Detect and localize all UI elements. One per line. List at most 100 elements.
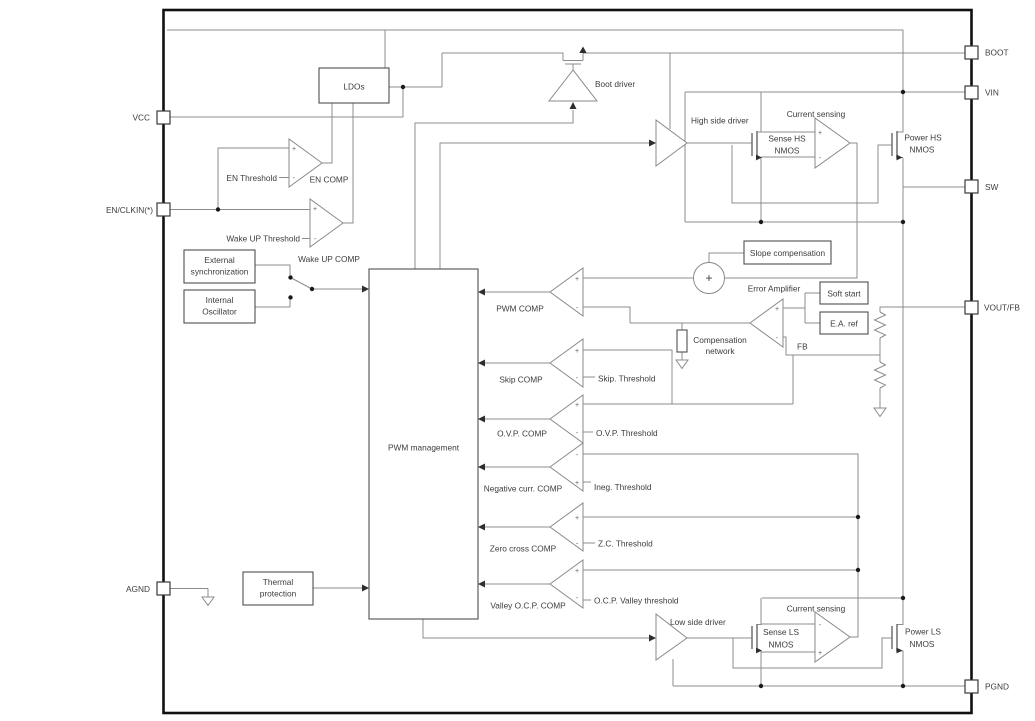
- comp-network-ground-icon: [675, 359, 689, 370]
- pwm-comp-label: PWM COMP: [496, 304, 544, 314]
- boot-switch-arrow-icon: [579, 46, 587, 53]
- polarity-signs: + - + - + - + - + - - + + - + - + - + - …: [292, 130, 822, 657]
- skip-comp-triangle: [549, 338, 584, 388]
- pin-agnd: [156, 581, 171, 596]
- compensation-network-resistor: [676, 329, 688, 353]
- ea-ref-block: [819, 311, 869, 335]
- high-side-driver-triangle: [655, 119, 688, 167]
- error-amp-label: Error Amplifier: [748, 284, 801, 294]
- pwm-comp-triangle: [549, 267, 584, 317]
- zc-minus: -: [576, 541, 579, 548]
- skip-threshold-label: Skip. Threshold: [598, 374, 656, 384]
- pin-vout-fb: [964, 300, 979, 315]
- chip-boundary: [162, 8, 973, 715]
- comp-network-label-1: Compensation: [693, 335, 747, 345]
- summing-plus-sign: +: [705, 271, 712, 285]
- mosfet-symbols: [579, 46, 903, 654]
- feedback-divider-resistors: [873, 311, 887, 389]
- zc-threshold-label: Z.C. Threshold: [598, 539, 653, 549]
- sense-hs-source-arrow-icon: [756, 154, 762, 161]
- ext-sync-label-2: synchronization: [191, 267, 249, 277]
- low-side-driver-triangle: [655, 612, 688, 661]
- zero-cross-comp-label: Zero cross COMP: [490, 544, 557, 554]
- ea-plus: +: [775, 306, 779, 313]
- slope-comp-label: Slope compensation: [750, 248, 826, 258]
- comp-network-label-2: network: [705, 346, 735, 356]
- en-comp-triangle: [288, 138, 323, 188]
- pwm-minus: -: [576, 305, 579, 312]
- thermal-label-2: protection: [260, 589, 297, 599]
- thermal-label-1: Thermal: [263, 577, 294, 587]
- sense-hs-label-2: NMOS: [775, 146, 800, 156]
- skip-minus: -: [576, 375, 579, 382]
- current-sensing-ls-label: Current sensing: [787, 604, 846, 614]
- pin-label-boot: BOOT: [985, 48, 1009, 58]
- external-synchronization-block: [183, 249, 256, 284]
- summing-junction: [693, 262, 725, 294]
- ea-minus: -: [776, 335, 779, 342]
- neg-minus: -: [576, 452, 579, 459]
- neg-plus: +: [575, 480, 579, 487]
- pwm-management-block: [368, 268, 479, 620]
- ea-ref-label: E.A. ref: [830, 319, 858, 329]
- ineg-threshold-label: Ineg. Threshold: [594, 482, 652, 492]
- ovp-comp-label: O.V.P. COMP: [497, 429, 547, 439]
- junction-dots: [215, 84, 906, 689]
- ovp-plus: +: [575, 402, 579, 409]
- current-sensing-ls-triangle: [814, 611, 851, 663]
- en-plus: +: [292, 146, 296, 153]
- pin-pgnd: [964, 679, 979, 694]
- cs-hs-minus: -: [819, 155, 822, 162]
- power-hs-nmos-icon: [891, 131, 898, 159]
- pin-sw: [964, 179, 979, 194]
- zc-plus: +: [575, 515, 579, 522]
- pin-vin: [964, 85, 979, 100]
- power-hs-source-arrow-icon: [896, 154, 903, 161]
- sense-hs-nmos-icon: [751, 131, 758, 159]
- valley-ocp-comp-triangle: [549, 559, 584, 609]
- ldos-label: LDOs: [343, 82, 364, 92]
- valley-minus: -: [576, 595, 579, 602]
- pins: [156, 45, 979, 694]
- power-ls-source-arrow-icon: [896, 647, 903, 654]
- valley-ocp-comp-label: Valley O.C.P. COMP: [490, 601, 566, 611]
- sense-ls-label-1: Sense LS: [763, 627, 799, 637]
- power-hs-label-1: Power HS: [904, 133, 942, 143]
- wake-up-comp-triangle: [309, 198, 344, 248]
- ldos-block: [318, 67, 390, 104]
- skip-plus: +: [575, 348, 579, 355]
- ext-sync-label-1: External: [204, 255, 235, 265]
- function-blocks: [183, 67, 869, 620]
- wake-minus: -: [314, 236, 317, 243]
- cs-ls-plus: +: [818, 650, 822, 657]
- en-minus: -: [293, 175, 296, 182]
- skip-comp-label: Skip COMP: [499, 375, 543, 385]
- wake-threshold-label: Wake UP Threshold: [226, 234, 300, 244]
- pin-label-agnd: AGND: [126, 584, 150, 594]
- cs-ls-minus: -: [819, 622, 822, 629]
- pwm-plus: +: [575, 276, 579, 283]
- pin-label-vcc: VCC: [132, 113, 150, 123]
- internal-oscillator-block: [183, 289, 256, 324]
- error-amplifier-triangle: [749, 298, 784, 348]
- pin-boot: [964, 45, 979, 60]
- valley-plus: +: [575, 568, 579, 575]
- wake-comp-label: Wake UP COMP: [298, 254, 360, 264]
- sense-ls-label-2: NMOS: [769, 640, 794, 650]
- negative-curr-comp-triangle: [549, 442, 584, 492]
- power-ls-nmos-icon: [891, 624, 898, 652]
- pin-label-vout-fb: VOUT/FB: [984, 303, 1020, 313]
- soft-start-block: [819, 281, 869, 305]
- boot-driver-triangle: [547, 69, 599, 102]
- en-threshold-label: EN Threshold: [226, 173, 277, 183]
- int-osc-label-1: Internal: [206, 295, 234, 305]
- sense-hs-label-1: Sense HS: [768, 134, 806, 144]
- amplifier-triangles: [288, 69, 851, 663]
- divider-ground-icon: [873, 407, 887, 418]
- signal-arrows: [362, 102, 656, 642]
- pwm-management-label: PWM management: [388, 443, 460, 453]
- pin-label-vin: VIN: [985, 88, 999, 98]
- fb-net-label: FB: [797, 342, 808, 352]
